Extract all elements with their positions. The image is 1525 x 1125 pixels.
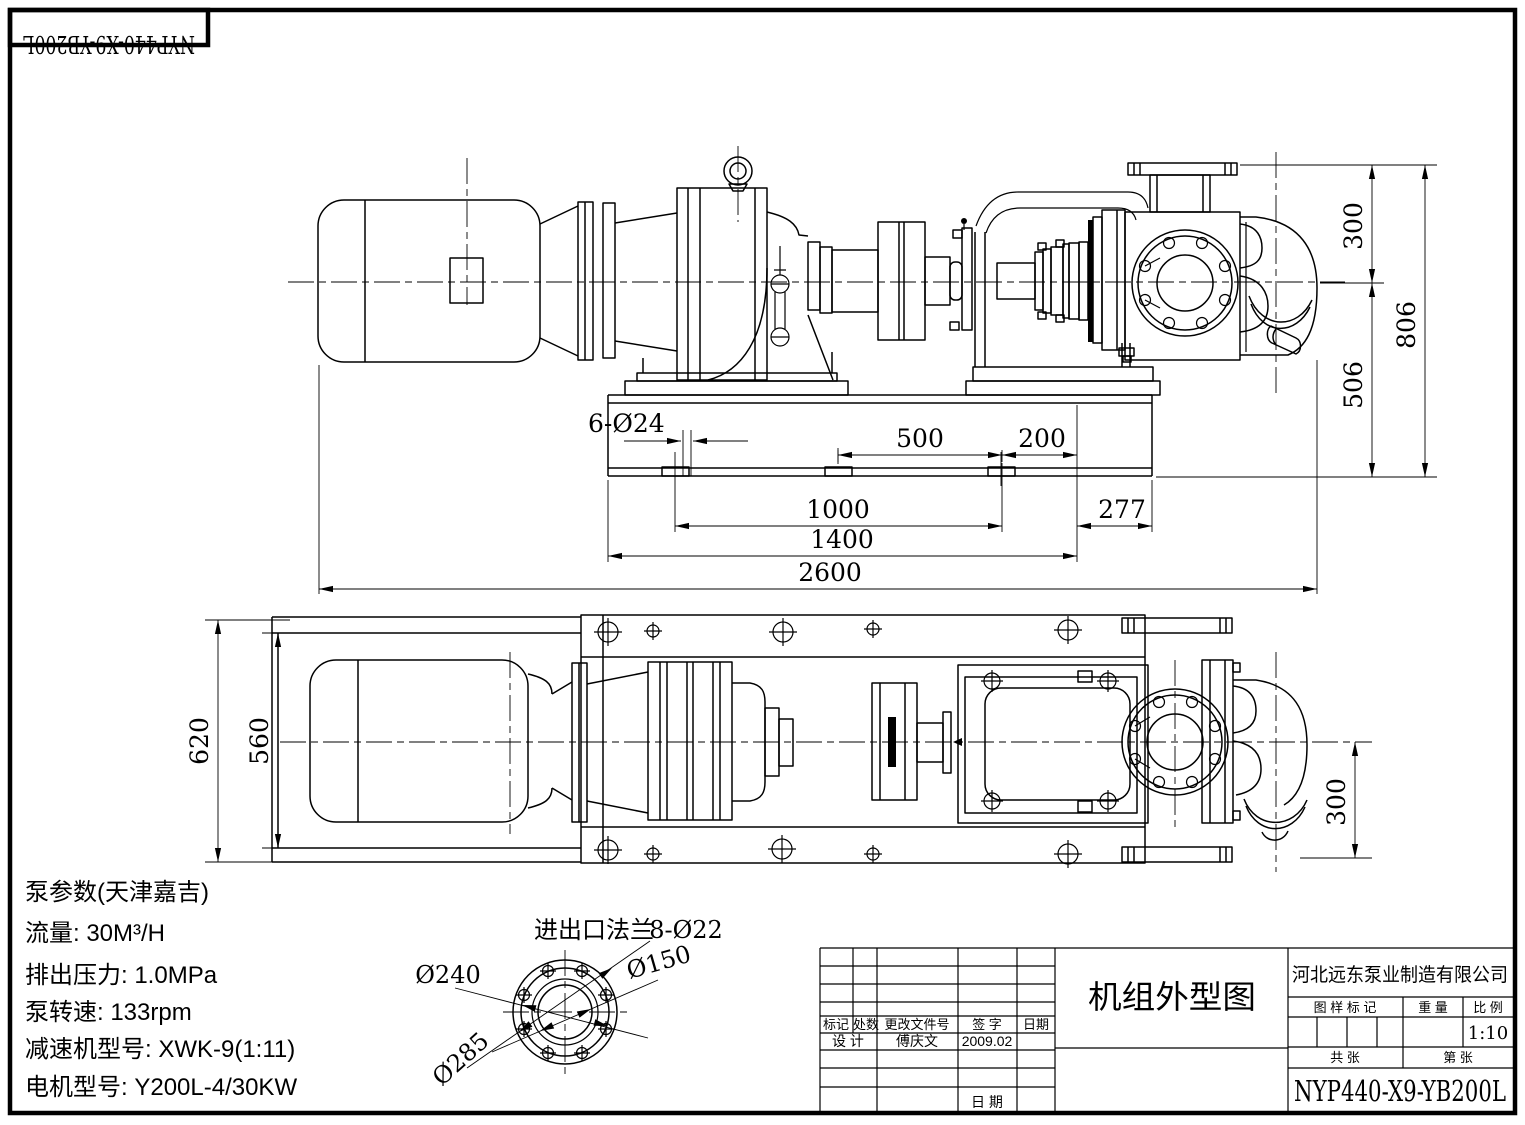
flange-detail: 进出口法兰 8-Ø22 Ø240 Ø150 Ø285 (415, 916, 723, 1091)
dim-1400: 1400 (810, 525, 874, 554)
dim-200: 200 (1018, 424, 1066, 453)
pump-elevation (965, 162, 1318, 396)
param-pressure: 排出压力: 1.0MPa (25, 962, 218, 989)
suction-elbow-plan (1232, 679, 1308, 841)
rev-header-signature: 签 字 (972, 1017, 1002, 1032)
design-label: 设 计 (832, 1033, 864, 1049)
baseplate-plan (271, 614, 1146, 868)
dim-300-right: 300 (1339, 202, 1368, 250)
plan-view (271, 614, 1372, 872)
dim-bolt-holes: 6-Ø24 (588, 409, 665, 438)
scale-label: 比 例 (1473, 1000, 1503, 1015)
dim-806: 806 (1392, 301, 1421, 349)
dim-2600: 2600 (798, 558, 862, 587)
param-motor: 电机型号: Y200L-4/30KW (25, 1074, 297, 1101)
coupling-elevation (807, 209, 1135, 367)
date-label: 日 期 (971, 1094, 1003, 1110)
sheet-no-label: 第 张 (1443, 1050, 1473, 1065)
dim-277: 277 (1098, 495, 1146, 524)
dim-620: 620 (185, 717, 214, 765)
baseplate-elevation (607, 394, 1153, 486)
pump-plan (957, 617, 1308, 863)
corner-part-number: NYP440-X9-YB200L (23, 30, 195, 58)
param-speed: 泵转速: 133rpm (25, 999, 192, 1026)
weight-label: 重 量 (1418, 1000, 1448, 1015)
suction-elbow-elevation (1239, 216, 1318, 356)
flange-title: 进出口法兰 (534, 917, 654, 944)
part-number: NYP440-X9-YB200L (1294, 1074, 1506, 1108)
elevation-dimensions: 6-Ø24 500 200 1000 277 1400 2600 300 506… (318, 164, 1437, 594)
param-title: 泵参数(天津嘉吉) (25, 879, 209, 906)
dim-506: 506 (1339, 361, 1368, 409)
motor-elevation (317, 199, 594, 363)
dim-300-plan: 300 (1322, 778, 1351, 826)
designer-name: 傅庆文 (896, 1033, 938, 1049)
drawing-title: 机组外型图 (1088, 979, 1256, 1015)
title-block: 标记 处数 更改文件号 签 字 日期 设 计 傅庆文 2009.02 日 期 机… (819, 947, 1513, 1113)
rev-header-mark: 标记 (823, 1017, 849, 1032)
mark-label: 图 样 标 记 (1314, 1000, 1377, 1015)
anchor-bolt-holes (594, 616, 1082, 868)
flange-bore-label: Ø150 (623, 940, 694, 985)
pump-parameters: 泵参数(天津嘉吉) 流量: 30M³/H 排出压力: 1.0MPa 泵转速: 1… (25, 879, 297, 1101)
gear-reducer-elevation (602, 156, 849, 396)
coupling-plan (871, 682, 962, 801)
flange-holes-label: 8-Ø22 (649, 916, 723, 944)
rev-header-docno: 更改文件号 (884, 1017, 949, 1032)
company-name: 河北远东泵业制造有限公司 (1292, 964, 1508, 986)
scale-value: 1:10 (1468, 1023, 1508, 1044)
flange-bolts-elevation (1138, 236, 1232, 330)
total-sheets-label: 共 张 (1330, 1050, 1360, 1065)
motor-plan (309, 659, 588, 823)
dim-500: 500 (896, 424, 944, 453)
pump-flange-circle (1131, 229, 1239, 337)
dim-1000: 1000 (806, 495, 870, 524)
plan-dimensions: 620 560 300 (185, 619, 1372, 863)
flange-bolt-circle-label: Ø240 (415, 961, 480, 989)
rev-header-count: 处数 (853, 1017, 879, 1032)
elevation-view (288, 146, 1345, 486)
eyebolt-icon (723, 156, 753, 186)
dim-560: 560 (245, 717, 274, 765)
param-flow: 流量: 30M³/H (25, 920, 165, 947)
design-date: 2009.02 (962, 1033, 1013, 1049)
gear-reducer-plan (586, 661, 794, 821)
sheet-border (7, 7, 1518, 1116)
flange-outer-label: Ø285 (427, 1027, 494, 1092)
param-reducer: 减速机型号: XWK-9(1:11) (25, 1036, 295, 1063)
rev-header-date: 日期 (1023, 1017, 1049, 1032)
